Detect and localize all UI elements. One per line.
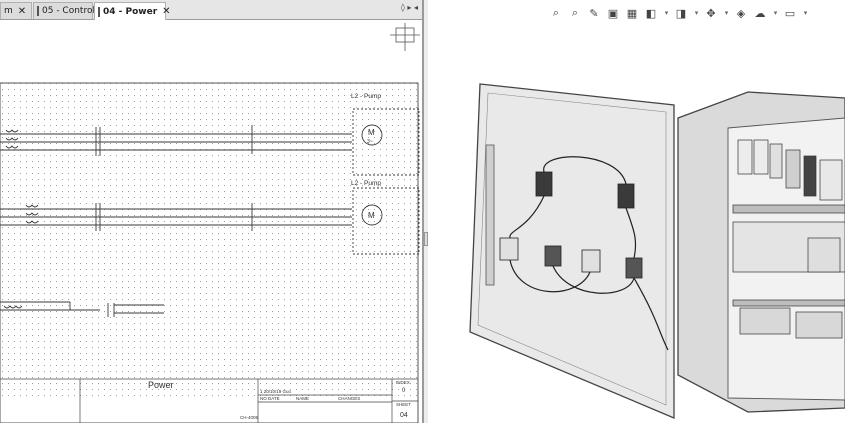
chevron-down-icon[interactable]: ▾ <box>773 9 778 17</box>
motor-phase: 3~ <box>367 139 373 145</box>
schematic-sheet[interactable]: L2 - Pump M 3~ L2 - Pump M <box>0 21 422 423</box>
scene-icon[interactable]: ☁ <box>754 6 766 20</box>
motor-label: M <box>368 128 375 137</box>
title-block-index-label: INDEX <box>396 380 410 385</box>
hide-show-icon[interactable]: ◈ <box>736 6 746 20</box>
display-style-icon[interactable]: ◧ <box>645 6 657 20</box>
cabinet-components <box>732 139 845 339</box>
crosshair-cursor <box>390 23 420 51</box>
circuit-2 <box>0 187 420 255</box>
cabinet-3d-model[interactable] <box>428 0 845 423</box>
circuit-3 <box>0 301 164 317</box>
sheet-number: 04 <box>400 412 408 419</box>
zoom-area-icon[interactable]: ⌕ <box>571 6 579 19</box>
document-tab-bar: m ✕ 05 - Control ✕ 04 - Power ✕ ◊ ▸ ◂ <box>0 0 422 20</box>
title-block-date-row: 1 20/10/19 Guo <box>260 389 292 394</box>
sheet-title: Power <box>148 380 174 390</box>
title-block-sheet-label: SHEET <box>396 402 411 407</box>
chevron-down-icon[interactable]: ▾ <box>803 9 808 17</box>
chevron-down-icon[interactable]: ▾ <box>664 9 669 17</box>
close-icon[interactable]: ✕ <box>162 6 171 17</box>
cabinet-door <box>469 83 675 419</box>
close-icon[interactable]: ✕ <box>17 5 27 17</box>
door-din-rail <box>485 144 495 286</box>
monitor-icon[interactable]: ▭ <box>784 6 796 20</box>
circuit-1 <box>0 108 420 176</box>
title-block-col-no: NO <box>260 396 267 401</box>
door-relays <box>499 171 643 279</box>
circuit-1-title: L2 - Pump <box>351 93 381 100</box>
3d-view-toolbar: ⌕ ⌕ ✎ ▣ ▦ ◧ ▾ ◨ ▾ ✥ ▾ ◈ ☁ ▾ ▭ ▾ <box>548 3 812 23</box>
circuit-2-title: L2 - Pump <box>351 180 381 187</box>
chevron-down-icon[interactable]: ▾ <box>694 9 699 17</box>
tab-label: 04 - Power <box>103 6 158 17</box>
section-icon[interactable]: ▦ <box>626 6 638 20</box>
title-block <box>0 378 418 423</box>
tab-label: 05 - Control <box>42 6 95 16</box>
drawing-number: CH-4005 <box>240 415 259 420</box>
motor-label-2: M <box>368 211 375 220</box>
chevron-down-icon[interactable]: ▾ <box>724 9 729 17</box>
title-block-index-value: 0 <box>402 388 406 394</box>
tab-04-power[interactable]: 04 - Power ✕ <box>94 2 171 20</box>
document-icon <box>37 6 39 16</box>
tab-label: m <box>4 6 13 16</box>
door-wiring <box>509 156 669 351</box>
tab-05-control[interactable]: 05 - Control ✕ <box>33 2 108 19</box>
view-orientation-icon[interactable]: ◨ <box>675 6 687 20</box>
schematic-panel: m ✕ 05 - Control ✕ 04 - Power ✕ ◊ ▸ ◂ <box>0 0 424 423</box>
panel-splitter[interactable] <box>424 0 428 423</box>
title-block-col-name: NAME <box>296 396 309 401</box>
zoom-fit-icon[interactable]: ⌕ <box>552 6 560 19</box>
tab-navigation-arrows[interactable]: ◊ ▸ ◂ <box>400 3 418 12</box>
rotate-icon[interactable]: ✥ <box>706 6 716 20</box>
zoom-prev-icon[interactable]: ✎ <box>589 6 599 20</box>
title-block-col-changes: CHANGES <box>338 396 360 401</box>
title-block-col-date: DATE <box>268 396 280 401</box>
tab-previous-document[interactable]: m ✕ <box>0 2 32 19</box>
document-icon <box>98 6 100 17</box>
splitter-grip-handle[interactable] <box>424 232 428 246</box>
view-3d-icon[interactable]: ▣ <box>607 6 619 20</box>
